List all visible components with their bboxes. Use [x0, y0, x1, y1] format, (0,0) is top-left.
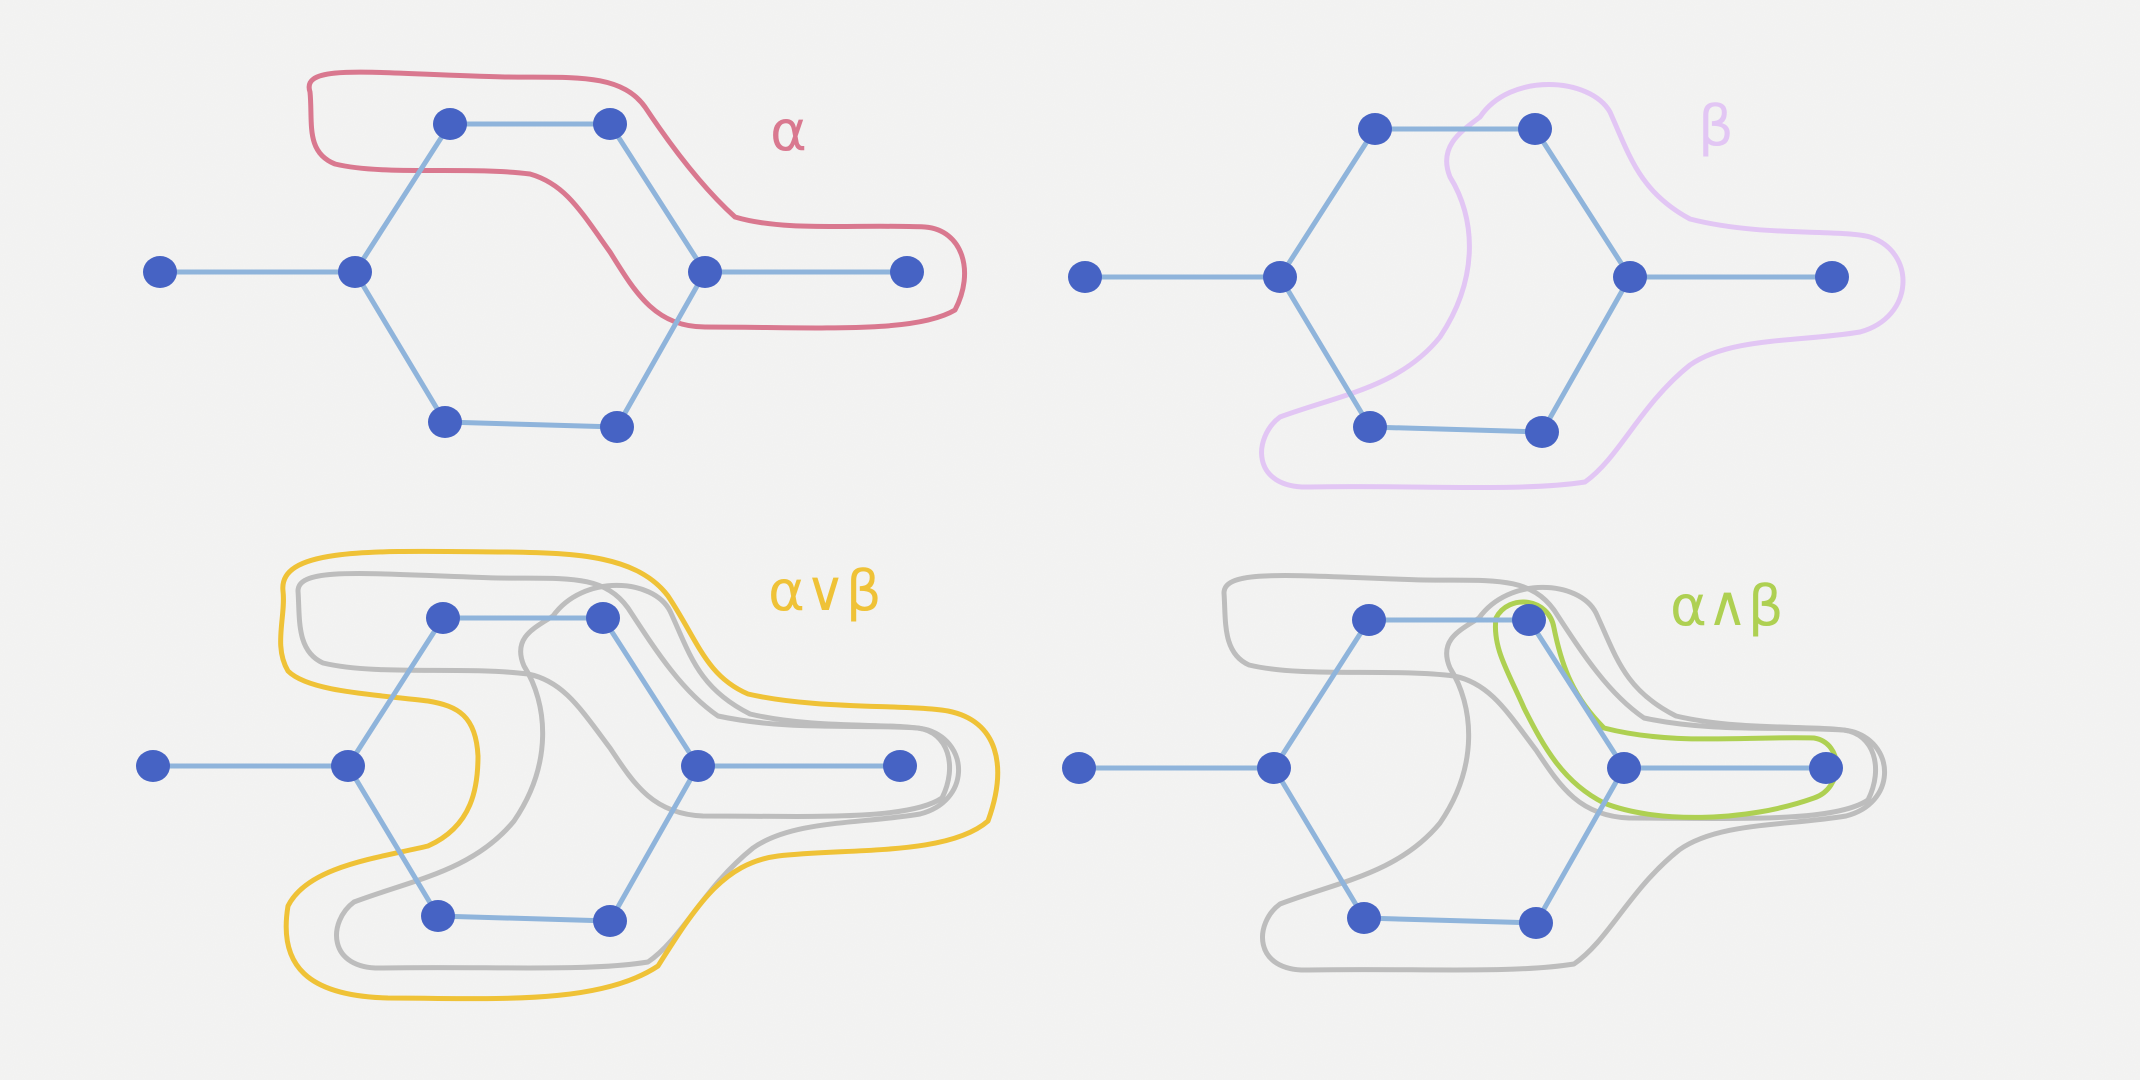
edge-right-bottom-right	[607, 763, 701, 924]
panel-and	[1062, 573, 1888, 973]
node-pendant	[1809, 752, 1843, 784]
node-right	[681, 750, 715, 782]
edge-bottom-left-left	[345, 763, 441, 919]
edge-top-right-right	[600, 615, 701, 769]
edge-top-right-right	[1526, 617, 1627, 771]
edge-top-right-right	[1532, 126, 1633, 280]
node-bottom-left	[1353, 411, 1387, 443]
node-pendant	[1815, 261, 1849, 293]
edge-bottom-left-left	[1277, 274, 1373, 430]
panel-beta	[1068, 82, 1906, 491]
outline-alpha-gray	[295, 571, 952, 819]
node-top-right	[1518, 113, 1552, 145]
edge-bottom-left-left	[352, 269, 448, 425]
node-left	[338, 256, 372, 288]
outline-alpha	[306, 69, 968, 331]
panel-alpha	[143, 69, 968, 443]
edge-bottom-right-bottom-left	[1361, 915, 1539, 926]
label-and: α∧β	[1670, 574, 1784, 639]
node-pendant	[883, 750, 917, 782]
edge-bottom-right-bottom-left	[1367, 424, 1545, 435]
label-alpha: α	[770, 99, 807, 164]
node-left	[1263, 261, 1297, 293]
node-bottom-right	[600, 411, 634, 443]
node-left	[1257, 752, 1291, 784]
node-tail	[143, 256, 177, 288]
outline-beta	[1259, 82, 1906, 491]
node-bottom-left	[428, 406, 462, 438]
outline-beta-gray	[1260, 585, 1888, 973]
node-right	[688, 256, 722, 288]
edge-right-bottom-right	[1533, 765, 1627, 926]
outline-alpha-gray	[1221, 573, 1878, 821]
node-left	[331, 750, 365, 782]
edge-top-right-right	[607, 121, 708, 275]
edge-left-top-left	[1271, 617, 1372, 771]
panel-or	[136, 548, 1001, 1002]
edge-left-top-left	[345, 615, 446, 769]
outline-or	[278, 548, 1001, 1002]
node-right	[1607, 752, 1641, 784]
node-pendant	[890, 256, 924, 288]
node-top-left	[1358, 113, 1392, 145]
edge-left-top-left	[352, 121, 453, 275]
node-top-right	[1512, 604, 1546, 636]
node-top-left	[1352, 604, 1386, 636]
node-bottom-right	[1519, 907, 1553, 939]
node-top-left	[433, 108, 467, 140]
edge-right-bottom-right	[1539, 274, 1633, 435]
edge-right-bottom-right	[614, 269, 708, 430]
node-tail	[1062, 752, 1096, 784]
node-right	[1613, 261, 1647, 293]
node-top-right	[593, 108, 627, 140]
node-bottom-right	[593, 905, 627, 937]
edge-bottom-left-left	[1271, 765, 1367, 921]
node-tail	[1068, 261, 1102, 293]
label-or: α∨β	[768, 559, 882, 624]
node-bottom-left	[1347, 902, 1381, 934]
edge-bottom-right-bottom-left	[442, 419, 620, 430]
edge-left-top-left	[1277, 126, 1378, 280]
label-beta: β	[1698, 94, 1734, 159]
edge-bottom-right-bottom-left	[435, 913, 613, 924]
node-tail	[136, 750, 170, 782]
node-bottom-left	[421, 900, 455, 932]
node-bottom-right	[1525, 416, 1559, 448]
node-top-right	[586, 602, 620, 634]
node-top-left	[426, 602, 460, 634]
